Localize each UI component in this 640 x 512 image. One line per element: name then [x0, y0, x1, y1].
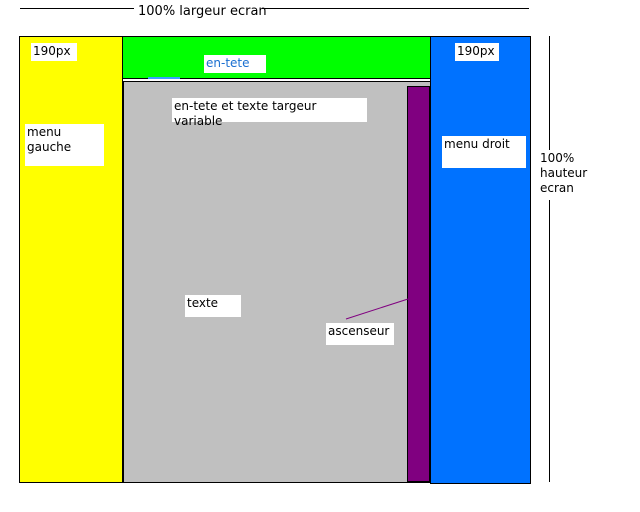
right-dimension-label: 100% hauteur ecran	[538, 150, 594, 200]
content-body-label: texte	[185, 295, 241, 317]
scrollbar-label: ascenseur	[326, 323, 394, 345]
right-sidebar	[430, 36, 531, 484]
header-label: en-tete	[204, 55, 266, 73]
right-sidebar-width-label: 190px	[455, 43, 499, 61]
content-header-label: en-tete et texte targeur variable	[172, 98, 367, 128]
left-menu-label: menu gauche	[25, 124, 104, 166]
left-sidebar	[19, 36, 123, 483]
scrollbar-pointer-line	[345, 298, 409, 320]
top-dimension-label: 100% largeur ecran	[138, 4, 267, 19]
content-area	[123, 81, 431, 483]
header-accent-line	[148, 77, 180, 79]
top-dimension-line-left	[20, 8, 134, 9]
top-dimension-line-right	[262, 8, 529, 9]
header-bar	[122, 36, 431, 79]
right-dimension-line	[549, 36, 550, 482]
left-sidebar-width-label: 190px	[31, 43, 77, 61]
right-menu-label: menu droit	[442, 136, 526, 168]
scrollbar	[407, 86, 430, 482]
